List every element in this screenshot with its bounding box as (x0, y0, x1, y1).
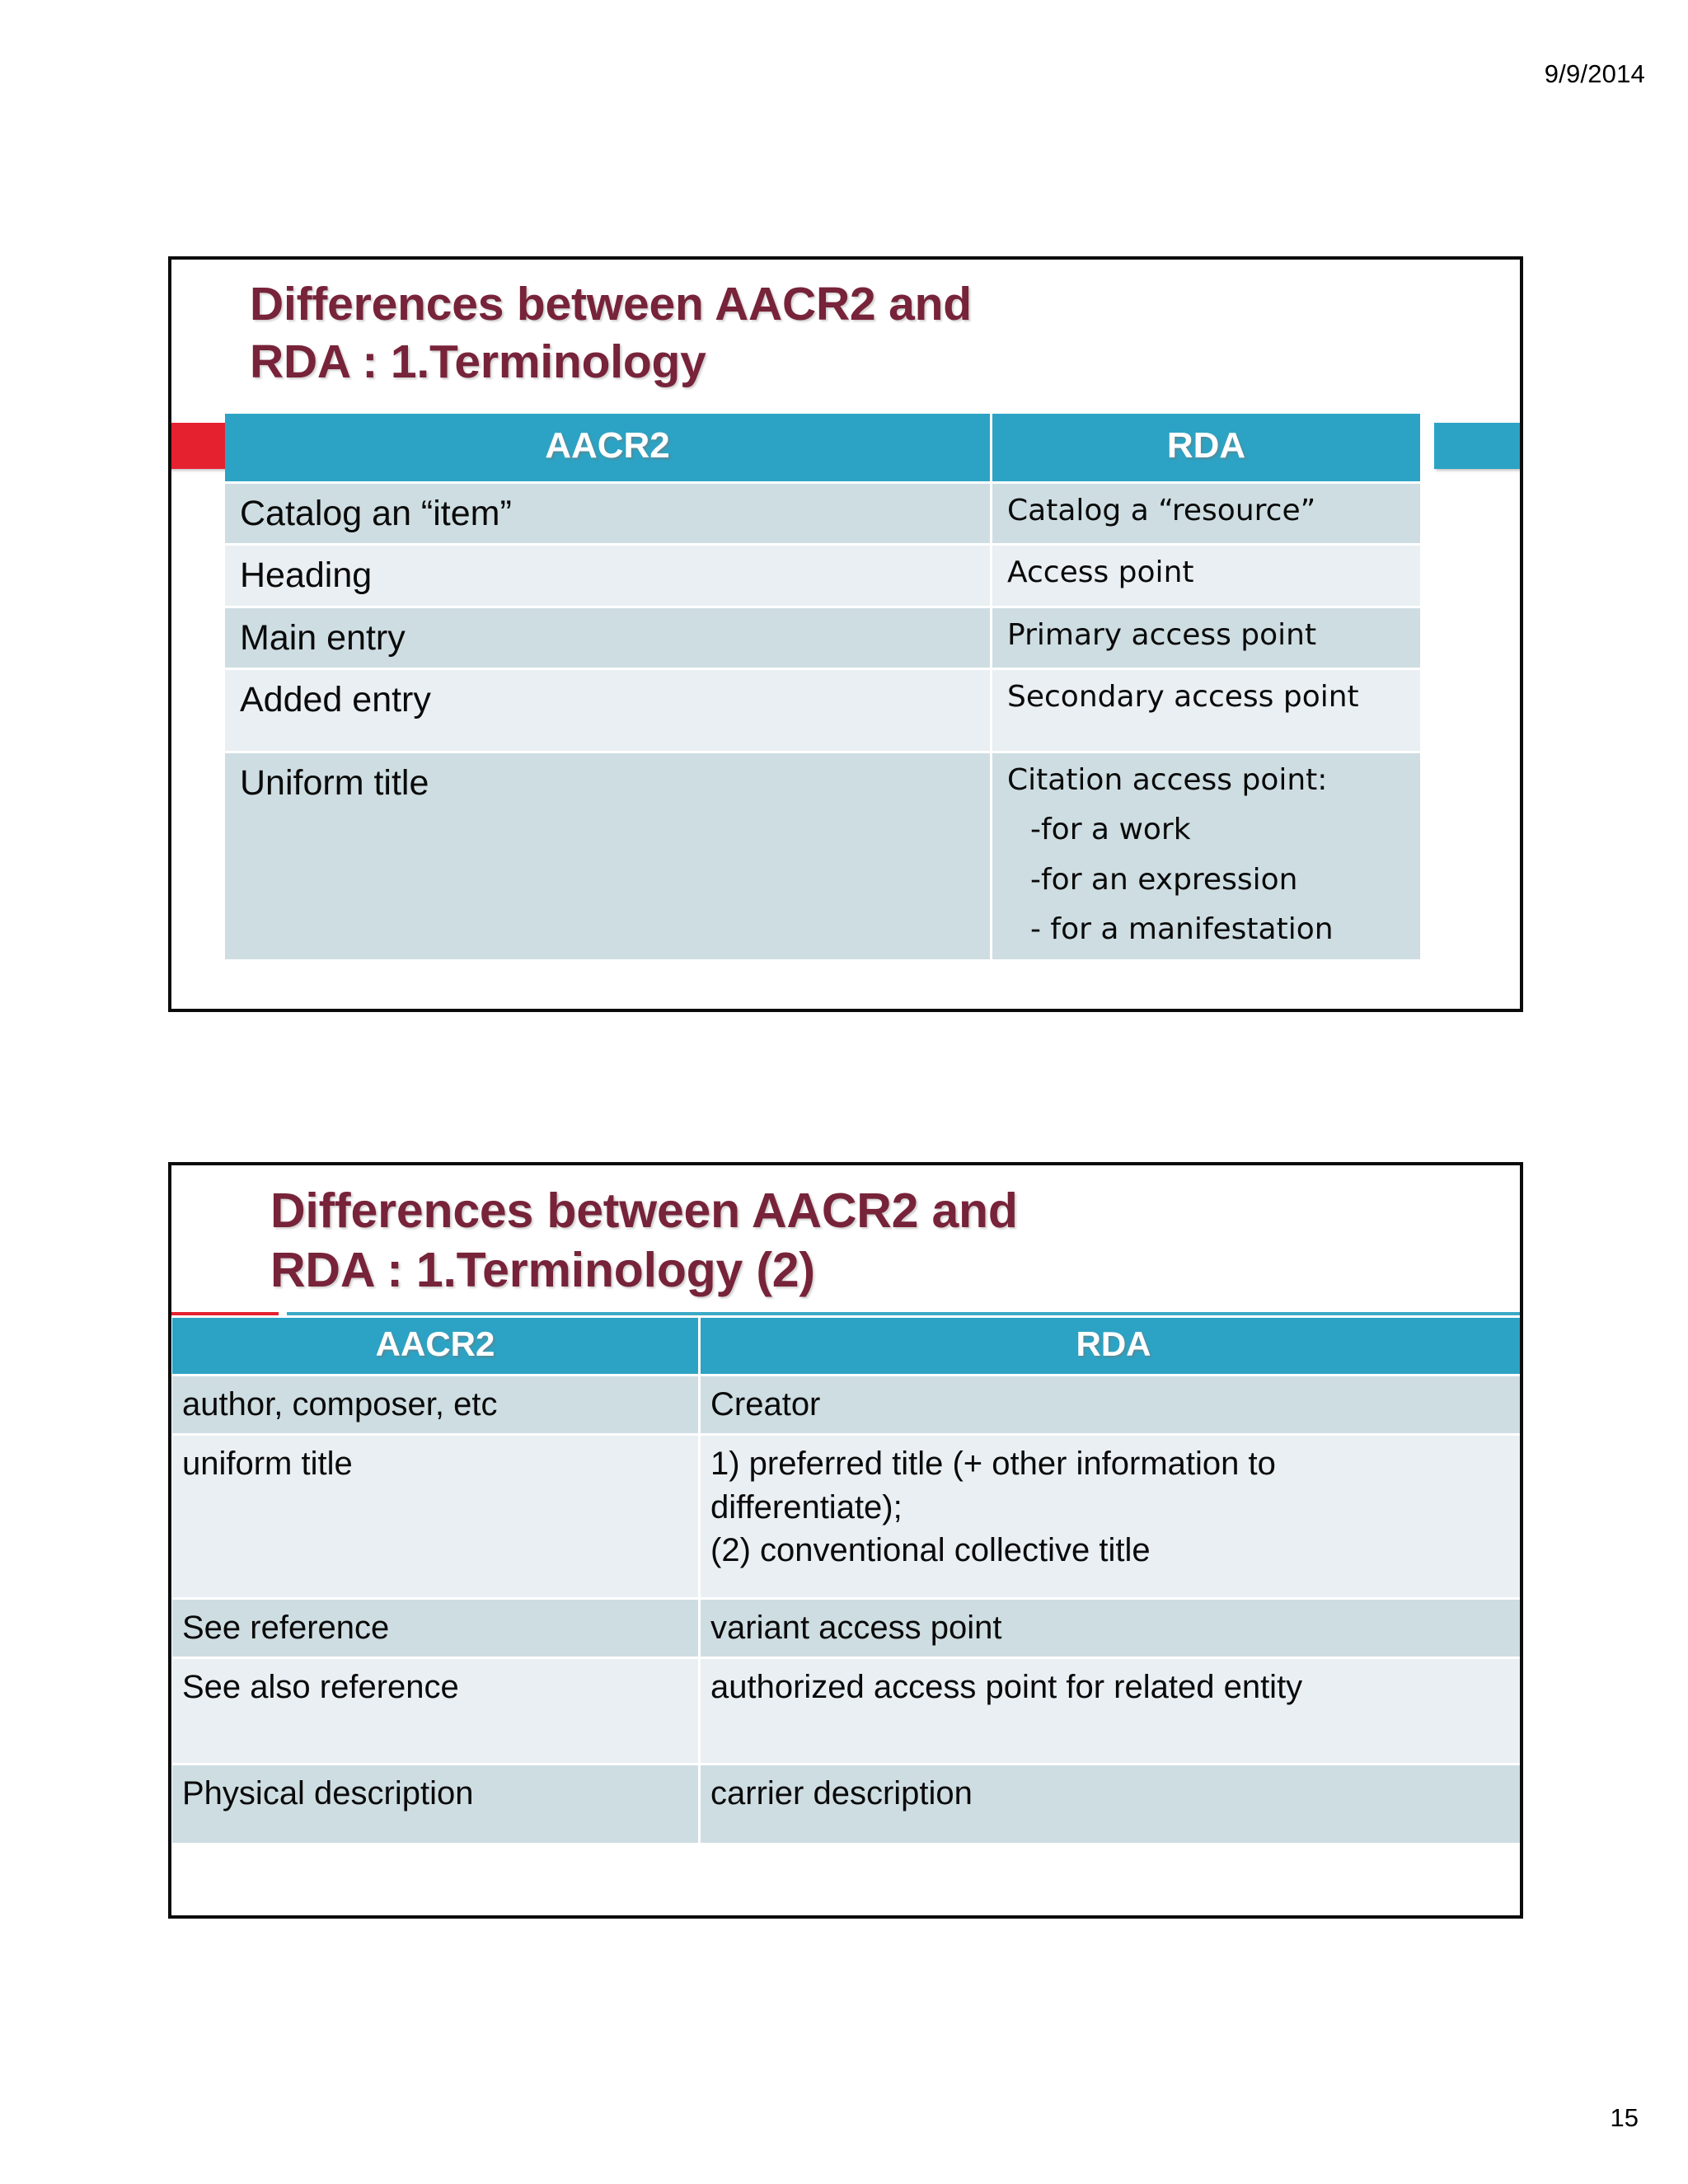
cell-rda: Secondary access point (992, 670, 1420, 752)
table-row: uniform title 1) preferred title (+ othe… (172, 1435, 1520, 1597)
cell-rda: variant access point (701, 1599, 1520, 1657)
table-header-row: AACR2 RDA (225, 414, 1420, 481)
cell-aacr2: See also reference (172, 1658, 698, 1763)
table-row: Added entry Secondary access point (225, 670, 1420, 752)
slide-2: Differences between AACR2 and RDA : 1.Te… (168, 1162, 1523, 1919)
page-date: 9/9/2014 (1544, 59, 1645, 88)
terminology-table-1: AACR2 RDA Catalog an “item” Catalog a “r… (223, 411, 1423, 962)
table-row: See also reference authorized access poi… (172, 1658, 1520, 1763)
column-header-rda: RDA (701, 1318, 1520, 1374)
table-row: Catalog an “item” Catalog a “resource” (225, 484, 1420, 544)
cell-rda-line: 1) preferred title (+ other information … (710, 1445, 1276, 1482)
cell-rda: Citation access point: -for a work -for … (992, 753, 1420, 960)
cell-aacr2: Physical description (172, 1765, 698, 1843)
cell-rda-subitem: - for a manifestation (1030, 912, 1334, 946)
slide-1: Differences between AACR2 and RDA : 1.Te… (168, 256, 1523, 1012)
slide-1-title: Differences between AACR2 and RDA : 1.Te… (250, 278, 972, 388)
column-header-rda: RDA (992, 414, 1420, 481)
cell-rda: Creator (701, 1376, 1520, 1433)
slide-2-title: Differences between AACR2 and RDA : 1.Te… (270, 1183, 1018, 1297)
table-row: See reference variant access point (172, 1599, 1520, 1657)
accent-teal-block (1434, 423, 1520, 469)
accent-line-teal (287, 1312, 1520, 1315)
cell-rda: Catalog a “resource” (992, 484, 1420, 544)
table-row: author, composer, etc Creator (172, 1376, 1520, 1433)
cell-rda: 1) preferred title (+ other information … (701, 1435, 1520, 1597)
table-row: Main entry Primary access point (225, 607, 1420, 668)
cell-rda: carrier description (701, 1765, 1520, 1843)
cell-rda-main: Citation access point: (1007, 763, 1328, 798)
cell-rda-line: differentiate); (710, 1488, 903, 1526)
table-row: Physical description carrier description (172, 1765, 1520, 1843)
accent-line-group (171, 1310, 1520, 1317)
cell-rda: Primary access point (992, 607, 1420, 668)
cell-rda: Access point (992, 546, 1420, 606)
cell-rda: authorized access point for related enti… (701, 1658, 1520, 1763)
cell-aacr2: Catalog an “item” (225, 484, 990, 544)
column-header-aacr2: AACR2 (225, 414, 990, 481)
cell-aacr2: Added entry (225, 670, 990, 752)
column-header-aacr2: AACR2 (172, 1318, 698, 1374)
cell-rda-line: (2) conventional collective title (710, 1532, 1151, 1569)
cell-aacr2: author, composer, etc (172, 1376, 698, 1433)
table-row: Uniform title Citation access point: -fo… (225, 753, 1420, 960)
table-row: Heading Access point (225, 546, 1420, 606)
accent-line-red (171, 1312, 279, 1315)
cell-aacr2: See reference (172, 1599, 698, 1657)
cell-aacr2: Heading (225, 546, 990, 606)
page-number: 15 (1610, 2103, 1639, 2132)
cell-aacr2: Uniform title (225, 753, 990, 960)
table-header-row: AACR2 RDA (172, 1318, 1520, 1374)
terminology-table-2: AACR2 RDA author, composer, etc Creator … (171, 1315, 1520, 1845)
cell-rda-subitem: -for a work (1030, 813, 1191, 847)
cell-rda-subitem: -for an expression (1030, 862, 1298, 897)
cell-aacr2: uniform title (172, 1435, 698, 1597)
cell-aacr2: Main entry (225, 607, 990, 668)
